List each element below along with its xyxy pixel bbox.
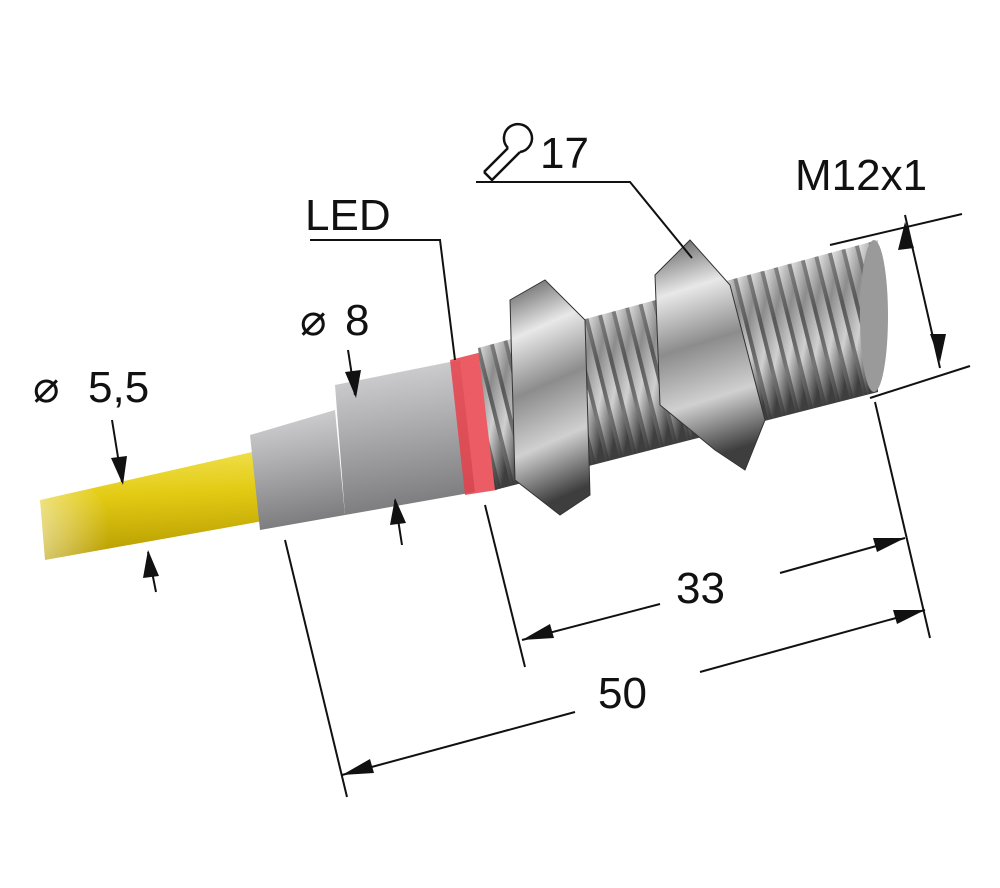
cable-diameter-label: 5,5 (88, 363, 149, 412)
thread-size-label: M12x1 (795, 151, 927, 200)
wrench-size-label: 17 (540, 129, 589, 178)
body-diameter-label: 8 (345, 296, 369, 345)
total-length-label: 50 (598, 669, 647, 718)
cable-fade (0, 470, 110, 590)
thread-end-face (860, 240, 888, 392)
nut-2 (654, 239, 766, 471)
thread-length-label: 33 (676, 564, 725, 613)
cable-diameter-symbol: ⌀ (33, 363, 60, 412)
cable-sleeve (250, 410, 345, 530)
nut-1 (509, 279, 591, 516)
led-label: LED (305, 191, 391, 240)
body-diameter-symbol: ⌀ (300, 296, 327, 345)
sensor-body (335, 360, 475, 515)
wrench-icon (483, 122, 534, 182)
